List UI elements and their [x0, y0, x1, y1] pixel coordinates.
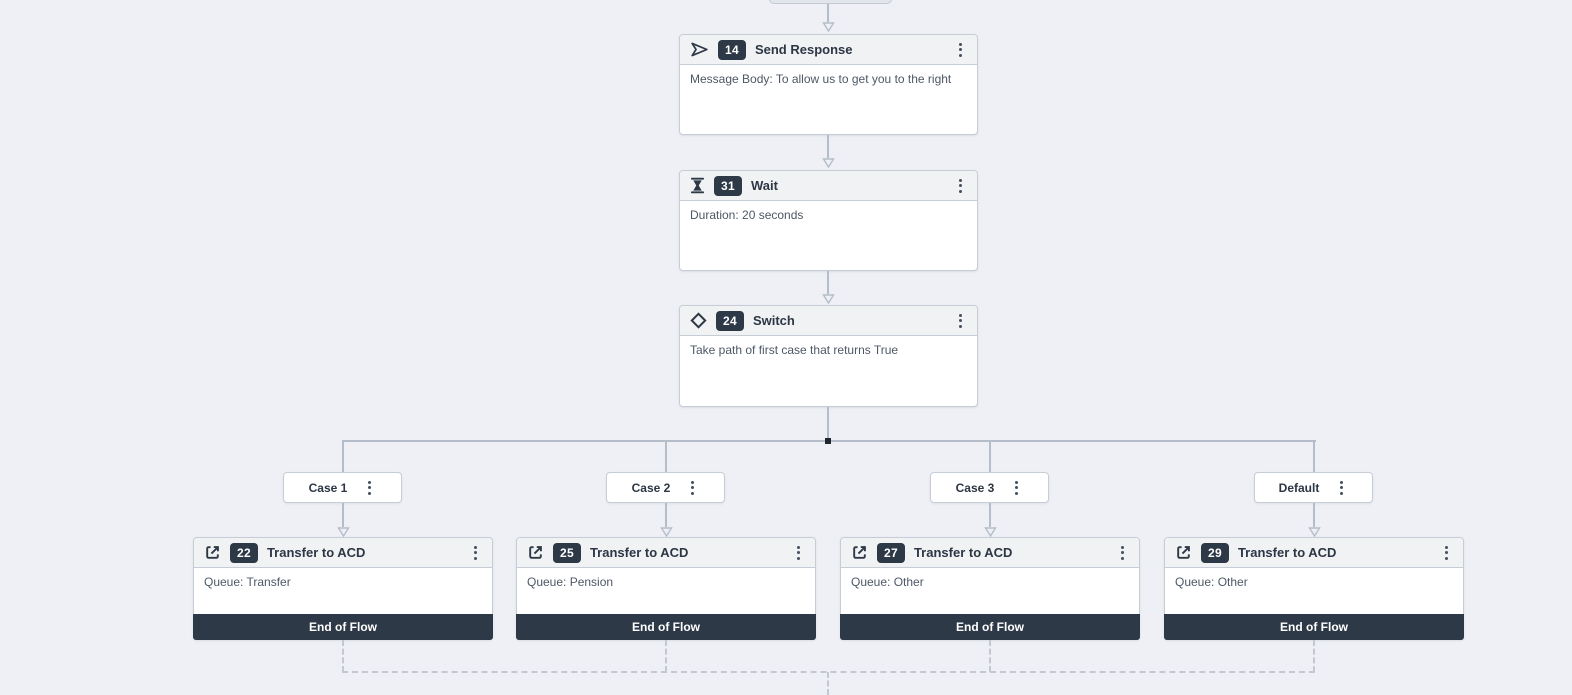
- kebab-menu-icon[interactable]: [1335, 477, 1348, 499]
- external-link-icon: [851, 544, 868, 561]
- arrowhead-down-icon: [984, 527, 997, 537]
- node-number-badge: 22: [230, 542, 258, 563]
- node-title: Switch: [752, 313, 795, 328]
- node-number-badge: 27: [877, 542, 905, 563]
- branch-label-text: Case 1: [308, 480, 348, 495]
- flow-node-transfer-acd-29[interactable]: 29 Transfer to ACD Queue: Other End of F…: [1164, 537, 1464, 640]
- node-title: Transfer to ACD: [913, 545, 1013, 560]
- node-title: Transfer to ACD: [1237, 545, 1337, 560]
- flow-node-send-response[interactable]: 14 Send Response Message Body: To allow …: [679, 34, 978, 135]
- send-icon: [690, 41, 709, 58]
- kebab-menu-icon[interactable]: [792, 542, 805, 564]
- flow-node-transfer-acd-22[interactable]: 22 Transfer to ACD Queue: Transfer End o…: [193, 537, 493, 640]
- kebab-menu-icon[interactable]: [954, 39, 967, 61]
- dashed-connector: [989, 640, 991, 672]
- dashed-connector: [827, 672, 829, 695]
- node-body-text: Message Body: To allow us to get you to …: [690, 72, 952, 86]
- connector-line: [342, 503, 344, 527]
- connector-line: [665, 440, 667, 473]
- node-body-text: Take path of first case that returns Tru…: [690, 343, 899, 357]
- branch-label-default[interactable]: Default: [1254, 472, 1373, 503]
- node-body-text: Queue: Other: [1175, 575, 1248, 589]
- node-number-badge: 29: [1201, 542, 1229, 563]
- kebab-menu-icon[interactable]: [1116, 542, 1129, 564]
- arrowhead-down-icon: [822, 22, 835, 32]
- branch-junction-dot: [825, 438, 831, 444]
- node-header: 29 Transfer to ACD: [1165, 538, 1463, 568]
- node-title: Transfer to ACD: [589, 545, 689, 560]
- node-number-badge: 24: [716, 310, 744, 331]
- connector-line: [827, 407, 829, 441]
- node-body-text: Queue: Transfer: [204, 575, 291, 589]
- node-title: Send Response: [754, 42, 853, 57]
- kebab-menu-icon[interactable]: [954, 175, 967, 197]
- hourglass-icon: [690, 177, 705, 194]
- node-header: 27 Transfer to ACD: [841, 538, 1139, 568]
- arrowhead-down-icon: [337, 527, 350, 537]
- connector-line: [989, 503, 991, 527]
- kebab-menu-icon[interactable]: [1440, 542, 1453, 564]
- node-header: 14 Send Response: [680, 35, 977, 65]
- arrowhead-down-icon: [822, 158, 835, 168]
- arrowhead-down-icon: [660, 527, 673, 537]
- branch-label-text: Default: [1278, 480, 1320, 495]
- connector-line: [827, 135, 829, 158]
- node-body-text: Queue: Pension: [527, 575, 614, 589]
- external-link-icon: [527, 544, 544, 561]
- node-header: 24 Switch: [680, 306, 977, 336]
- kebab-menu-icon[interactable]: [469, 542, 482, 564]
- flow-node-switch[interactable]: 24 Switch Take path of first case that r…: [679, 305, 978, 407]
- flow-node-wait[interactable]: 31 Wait Duration: 20 seconds: [679, 170, 978, 271]
- kebab-menu-icon[interactable]: [363, 477, 376, 499]
- arrowhead-down-icon: [822, 294, 835, 304]
- branch-label-case-2[interactable]: Case 2: [606, 472, 725, 503]
- external-link-icon: [1175, 544, 1192, 561]
- dashed-connector: [342, 640, 344, 672]
- branch-label-text: Case 3: [955, 480, 995, 495]
- kebab-menu-icon[interactable]: [686, 477, 699, 499]
- node-number-badge: 25: [553, 542, 581, 563]
- kebab-menu-icon[interactable]: [1010, 477, 1023, 499]
- dashed-connector: [665, 640, 667, 672]
- connector-line: [1313, 440, 1315, 473]
- end-of-flow-bar: End of Flow: [193, 614, 493, 640]
- node-number-badge: 31: [714, 175, 742, 196]
- dashed-connector: [1313, 640, 1315, 672]
- flow-node-transfer-acd-25[interactable]: 25 Transfer to ACD Queue: Pension End of…: [516, 537, 816, 640]
- connector-line: [342, 440, 344, 473]
- end-of-flow-bar: End of Flow: [1164, 614, 1464, 640]
- node-header: 22 Transfer to ACD: [194, 538, 492, 568]
- node-header: 31 Wait: [680, 171, 977, 201]
- end-of-flow-bar: End of Flow: [840, 614, 1140, 640]
- connector-line: [827, 271, 829, 294]
- arrowhead-down-icon: [1308, 527, 1321, 537]
- node-title: Wait: [750, 178, 778, 193]
- connector-line: [827, 4, 829, 22]
- node-title: Transfer to ACD: [266, 545, 366, 560]
- kebab-menu-icon[interactable]: [954, 310, 967, 332]
- end-of-flow-bar: End of Flow: [516, 614, 816, 640]
- branch-label-case-1[interactable]: Case 1: [283, 472, 402, 503]
- node-number-badge: 14: [718, 39, 746, 60]
- external-link-icon: [204, 544, 221, 561]
- connector-line: [665, 503, 667, 527]
- node-body-text: Queue: Other: [851, 575, 924, 589]
- branch-label-text: Case 2: [631, 480, 671, 495]
- diamond-icon: [690, 312, 707, 329]
- connector-line: [1313, 503, 1315, 527]
- flow-node-transfer-acd-27[interactable]: 27 Transfer to ACD Queue: Other End of F…: [840, 537, 1140, 640]
- node-header: 25 Transfer to ACD: [517, 538, 815, 568]
- cutoff-node-stub: [769, 0, 892, 4]
- connector-line: [989, 440, 991, 473]
- node-body-text: Duration: 20 seconds: [690, 208, 804, 222]
- branch-label-case-3[interactable]: Case 3: [930, 472, 1049, 503]
